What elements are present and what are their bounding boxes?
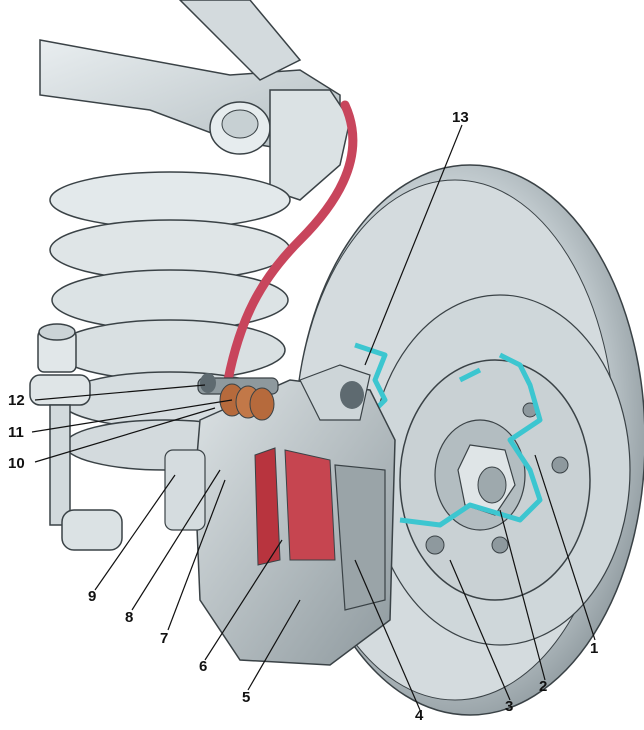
callout-1: 1 (590, 640, 599, 657)
callout-11: 11 (8, 424, 24, 441)
brake-hose (223, 100, 358, 385)
stabilizer-link (29, 323, 123, 551)
callout-13: 13 (452, 109, 469, 126)
wheel-hub (399, 359, 591, 601)
brake-pads (254, 447, 386, 611)
callout-6: 6 (199, 658, 208, 675)
cross-section-outline (354, 342, 543, 528)
leader-lines (31, 124, 596, 711)
callout-5: 5 (242, 689, 251, 706)
suspension-arm (39, 0, 351, 201)
callout-2: 2 (539, 678, 548, 695)
callout-8: 8 (125, 609, 134, 626)
callout-12: 12 (8, 392, 25, 409)
callout-7: 7 (160, 630, 169, 647)
guide-pin (197, 373, 279, 421)
callout-9: 9 (88, 588, 97, 605)
callout-3: 3 (505, 698, 514, 715)
callout-10: 10 (8, 455, 25, 472)
callout-4: 4 (415, 707, 424, 724)
